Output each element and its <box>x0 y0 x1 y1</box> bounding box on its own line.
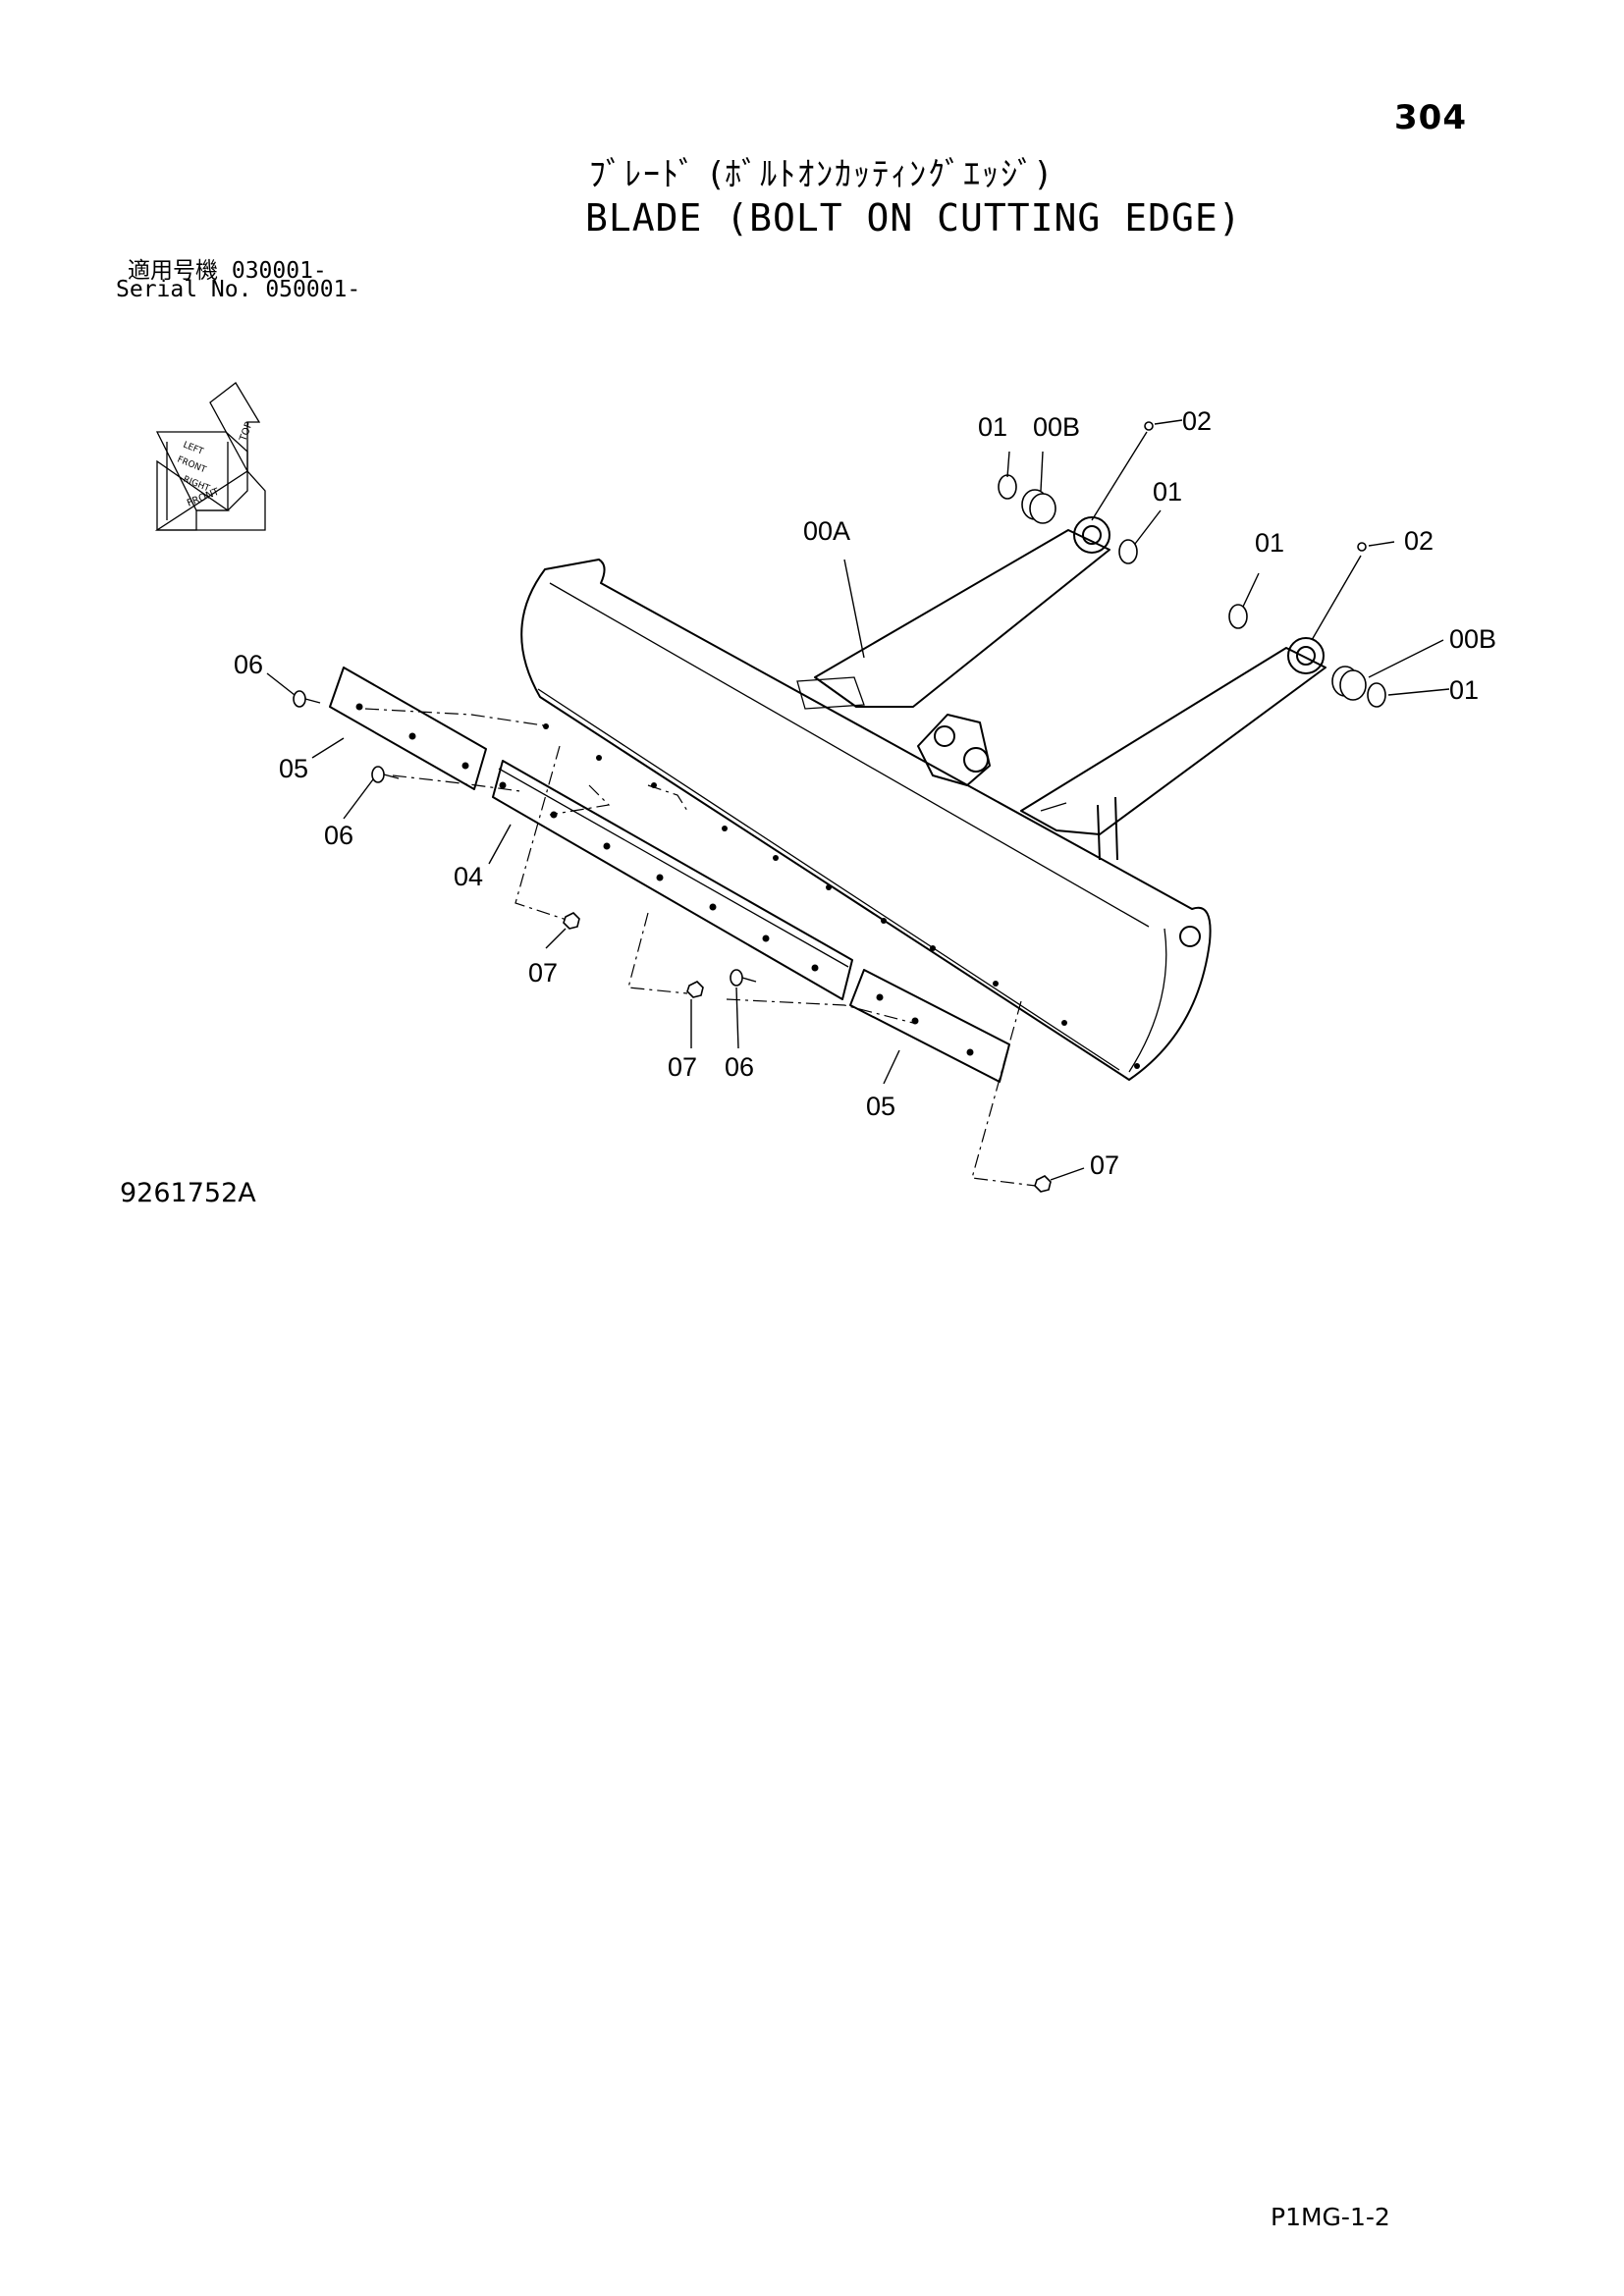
grease-fitting-icon <box>1144 421 1154 431</box>
seal-ring-icon <box>1118 539 1138 564</box>
callout-05: 05 <box>866 1092 895 1121</box>
callout-06: 06 <box>234 650 263 679</box>
callout-01: 01 <box>1449 675 1479 705</box>
orientation-label-front-1: FRONT <box>176 455 208 476</box>
mounting-holes <box>355 703 1140 1069</box>
callout-06: 06 <box>324 821 353 850</box>
page-number: 304 <box>1394 98 1467 137</box>
leader-lines <box>266 419 1450 1181</box>
orientation-icon: TOP FRONT RIGHT FRONT LEFT <box>154 382 266 531</box>
seal-ring-icon <box>1228 604 1248 629</box>
callout-00b: 00B <box>1449 624 1496 654</box>
push-arm-left <box>814 516 1110 708</box>
end-bit-right <box>849 969 1010 1083</box>
orientation-label-left: LEFT <box>182 441 205 457</box>
callout-00a: 00A <box>803 516 850 546</box>
callout-05: 05 <box>279 754 308 783</box>
serial-applicability-jp: 適用号機 030001- <box>128 258 327 284</box>
assembly-lines <box>364 708 1037 1187</box>
nut-icon <box>1034 1175 1052 1193</box>
callout-07: 07 <box>668 1052 697 1082</box>
callout-00b: 00B <box>1033 412 1080 442</box>
end-bit-left <box>329 667 487 790</box>
callout-02: 02 <box>1404 526 1434 556</box>
push-arm-right <box>1020 637 1326 861</box>
callout-01: 01 <box>1255 528 1284 558</box>
title-japanese: ﾌﾞﾚｰﾄﾞ (ﾎﾞﾙﾄｵﾝｶｯﾃｨﾝｸﾞｴｯｼﾞ) <box>589 155 1052 194</box>
serial-applicability: Serial No. 050001- <box>116 277 361 302</box>
callout-01: 01 <box>1153 477 1182 507</box>
callout-07: 07 <box>1090 1150 1119 1180</box>
hardware <box>293 421 1386 1193</box>
bolt-icon <box>730 969 757 987</box>
callouts: 01 00B 02 01 00A 01 02 00B 01 06 05 06 0… <box>234 406 1496 1180</box>
page-title: BLADE (BOLT ON CUTTING EDGE) <box>585 196 1242 240</box>
callout-07: 07 <box>528 958 558 988</box>
bolt-icon <box>371 766 400 783</box>
grease-fitting-icon <box>1357 542 1367 552</box>
sheet-code: P1MG-1-2 <box>1271 2203 1390 2231</box>
center-bracket <box>917 714 991 786</box>
cutting-edge-center <box>492 760 853 1000</box>
bolt-icon <box>293 690 321 708</box>
nut-icon <box>686 981 704 998</box>
drawing-number: 9261752A <box>120 1178 256 1208</box>
callout-04: 04 <box>454 862 483 891</box>
callout-01: 01 <box>978 412 1007 442</box>
orientation-label-top: TOP <box>238 420 255 444</box>
blade-body <box>520 559 1212 1081</box>
callout-06: 06 <box>725 1052 754 1082</box>
seal-ring-icon <box>998 474 1017 500</box>
callout-02: 02 <box>1182 406 1212 436</box>
seal-ring-icon <box>1367 682 1386 708</box>
nut-icon <box>563 912 580 930</box>
